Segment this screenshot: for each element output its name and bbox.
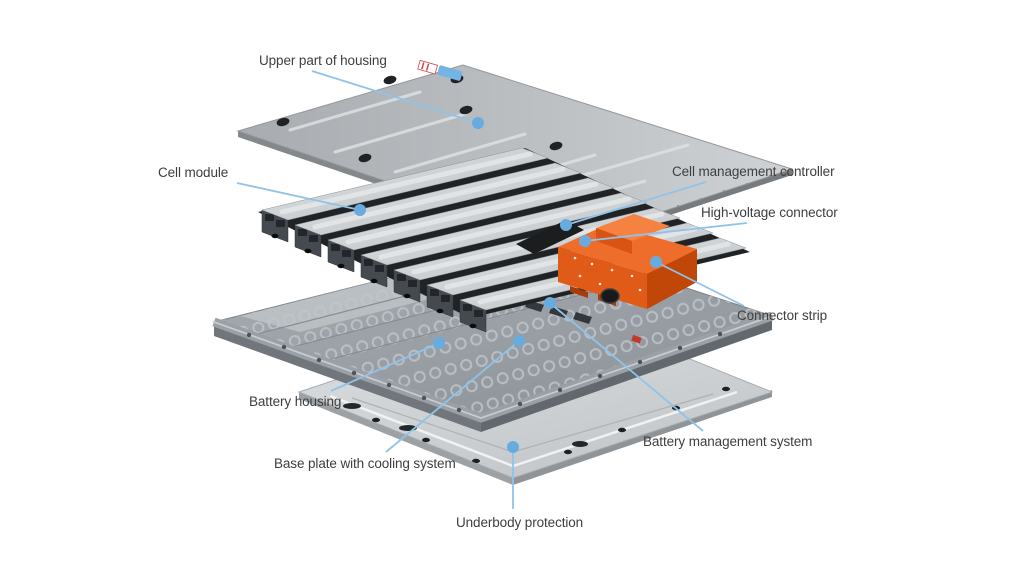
label-high-voltage-connector: High-voltage connector bbox=[701, 205, 838, 220]
callout-dot-cell-management-controller bbox=[560, 219, 572, 231]
callout-dot-base-plate bbox=[513, 335, 525, 347]
label-base-plate-with-cooling-system: Base plate with cooling system bbox=[274, 456, 456, 471]
hv-port bbox=[600, 288, 620, 304]
callout-dot-cell-module bbox=[354, 204, 366, 216]
label-battery-management-system: Battery management system bbox=[643, 434, 813, 449]
callout-dot-underbody-protection bbox=[507, 441, 519, 453]
orange-unit-screws bbox=[573, 256, 642, 292]
label-cell-module: Cell module bbox=[158, 165, 229, 180]
callout-dot-high-voltage-connector bbox=[579, 235, 591, 247]
callout-dot-battery-management-system bbox=[544, 297, 556, 309]
module-front-vents bbox=[265, 214, 483, 317]
module-terminals bbox=[271, 233, 477, 329]
tray-rim-bolts bbox=[246, 331, 723, 413]
tray-red-sticker bbox=[631, 334, 642, 344]
label-connector-strip: Connector strip bbox=[737, 308, 828, 323]
label-upper-part-of-housing: Upper part of housing bbox=[259, 53, 387, 68]
high-voltage-unit bbox=[558, 214, 697, 309]
leader-lines bbox=[236, 70, 748, 509]
label-cell-management-controller: Cell management controller bbox=[672, 164, 835, 179]
lid-warning-sticker bbox=[417, 59, 463, 81]
label-battery-housing: Battery housing bbox=[249, 394, 342, 409]
callout-dots bbox=[354, 117, 662, 453]
callout-dot-upper-housing bbox=[472, 117, 484, 129]
callout-dot-battery-housing bbox=[433, 337, 445, 349]
callout-dot-connector-strip bbox=[650, 256, 662, 268]
label-underbody-protection: Underbody protection bbox=[456, 515, 584, 530]
